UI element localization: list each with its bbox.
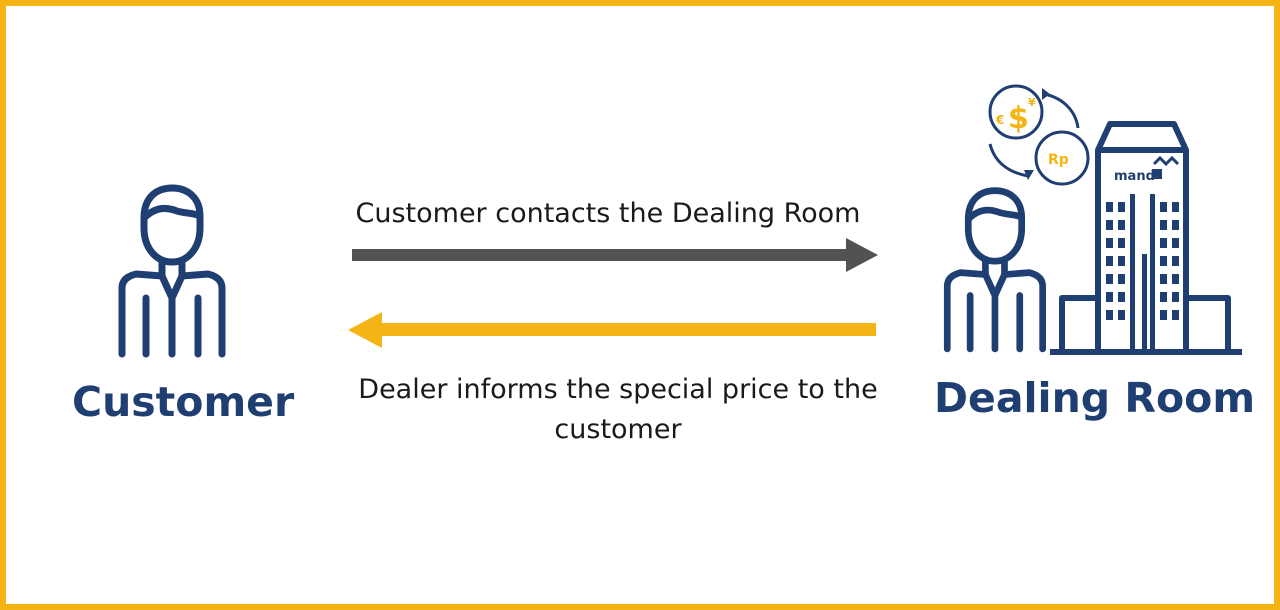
currency-yen: ¥ (1028, 96, 1036, 109)
customer-label: Customer (72, 378, 295, 426)
arrow-left-icon (348, 312, 876, 348)
office-building-icon: mand (1050, 121, 1242, 355)
customer-person-icon (118, 184, 226, 358)
currency-dollar: $ (1008, 101, 1029, 136)
arrow-right-icon (352, 238, 878, 272)
flow-reply-text: Dealer informs the special price to the … (358, 374, 878, 445)
currency-exchange-icon: € $ ¥ Rp (988, 84, 1090, 186)
currency-euro: € (995, 113, 1004, 127)
flow-request-text: Customer contacts the Dealing Room (355, 198, 861, 229)
currency-rupiah: Rp (1048, 152, 1069, 168)
dealer-person-icon (943, 187, 1046, 353)
building-sign: mand (1114, 169, 1155, 184)
dealing-room-label: Dealing Room (934, 374, 1256, 422)
